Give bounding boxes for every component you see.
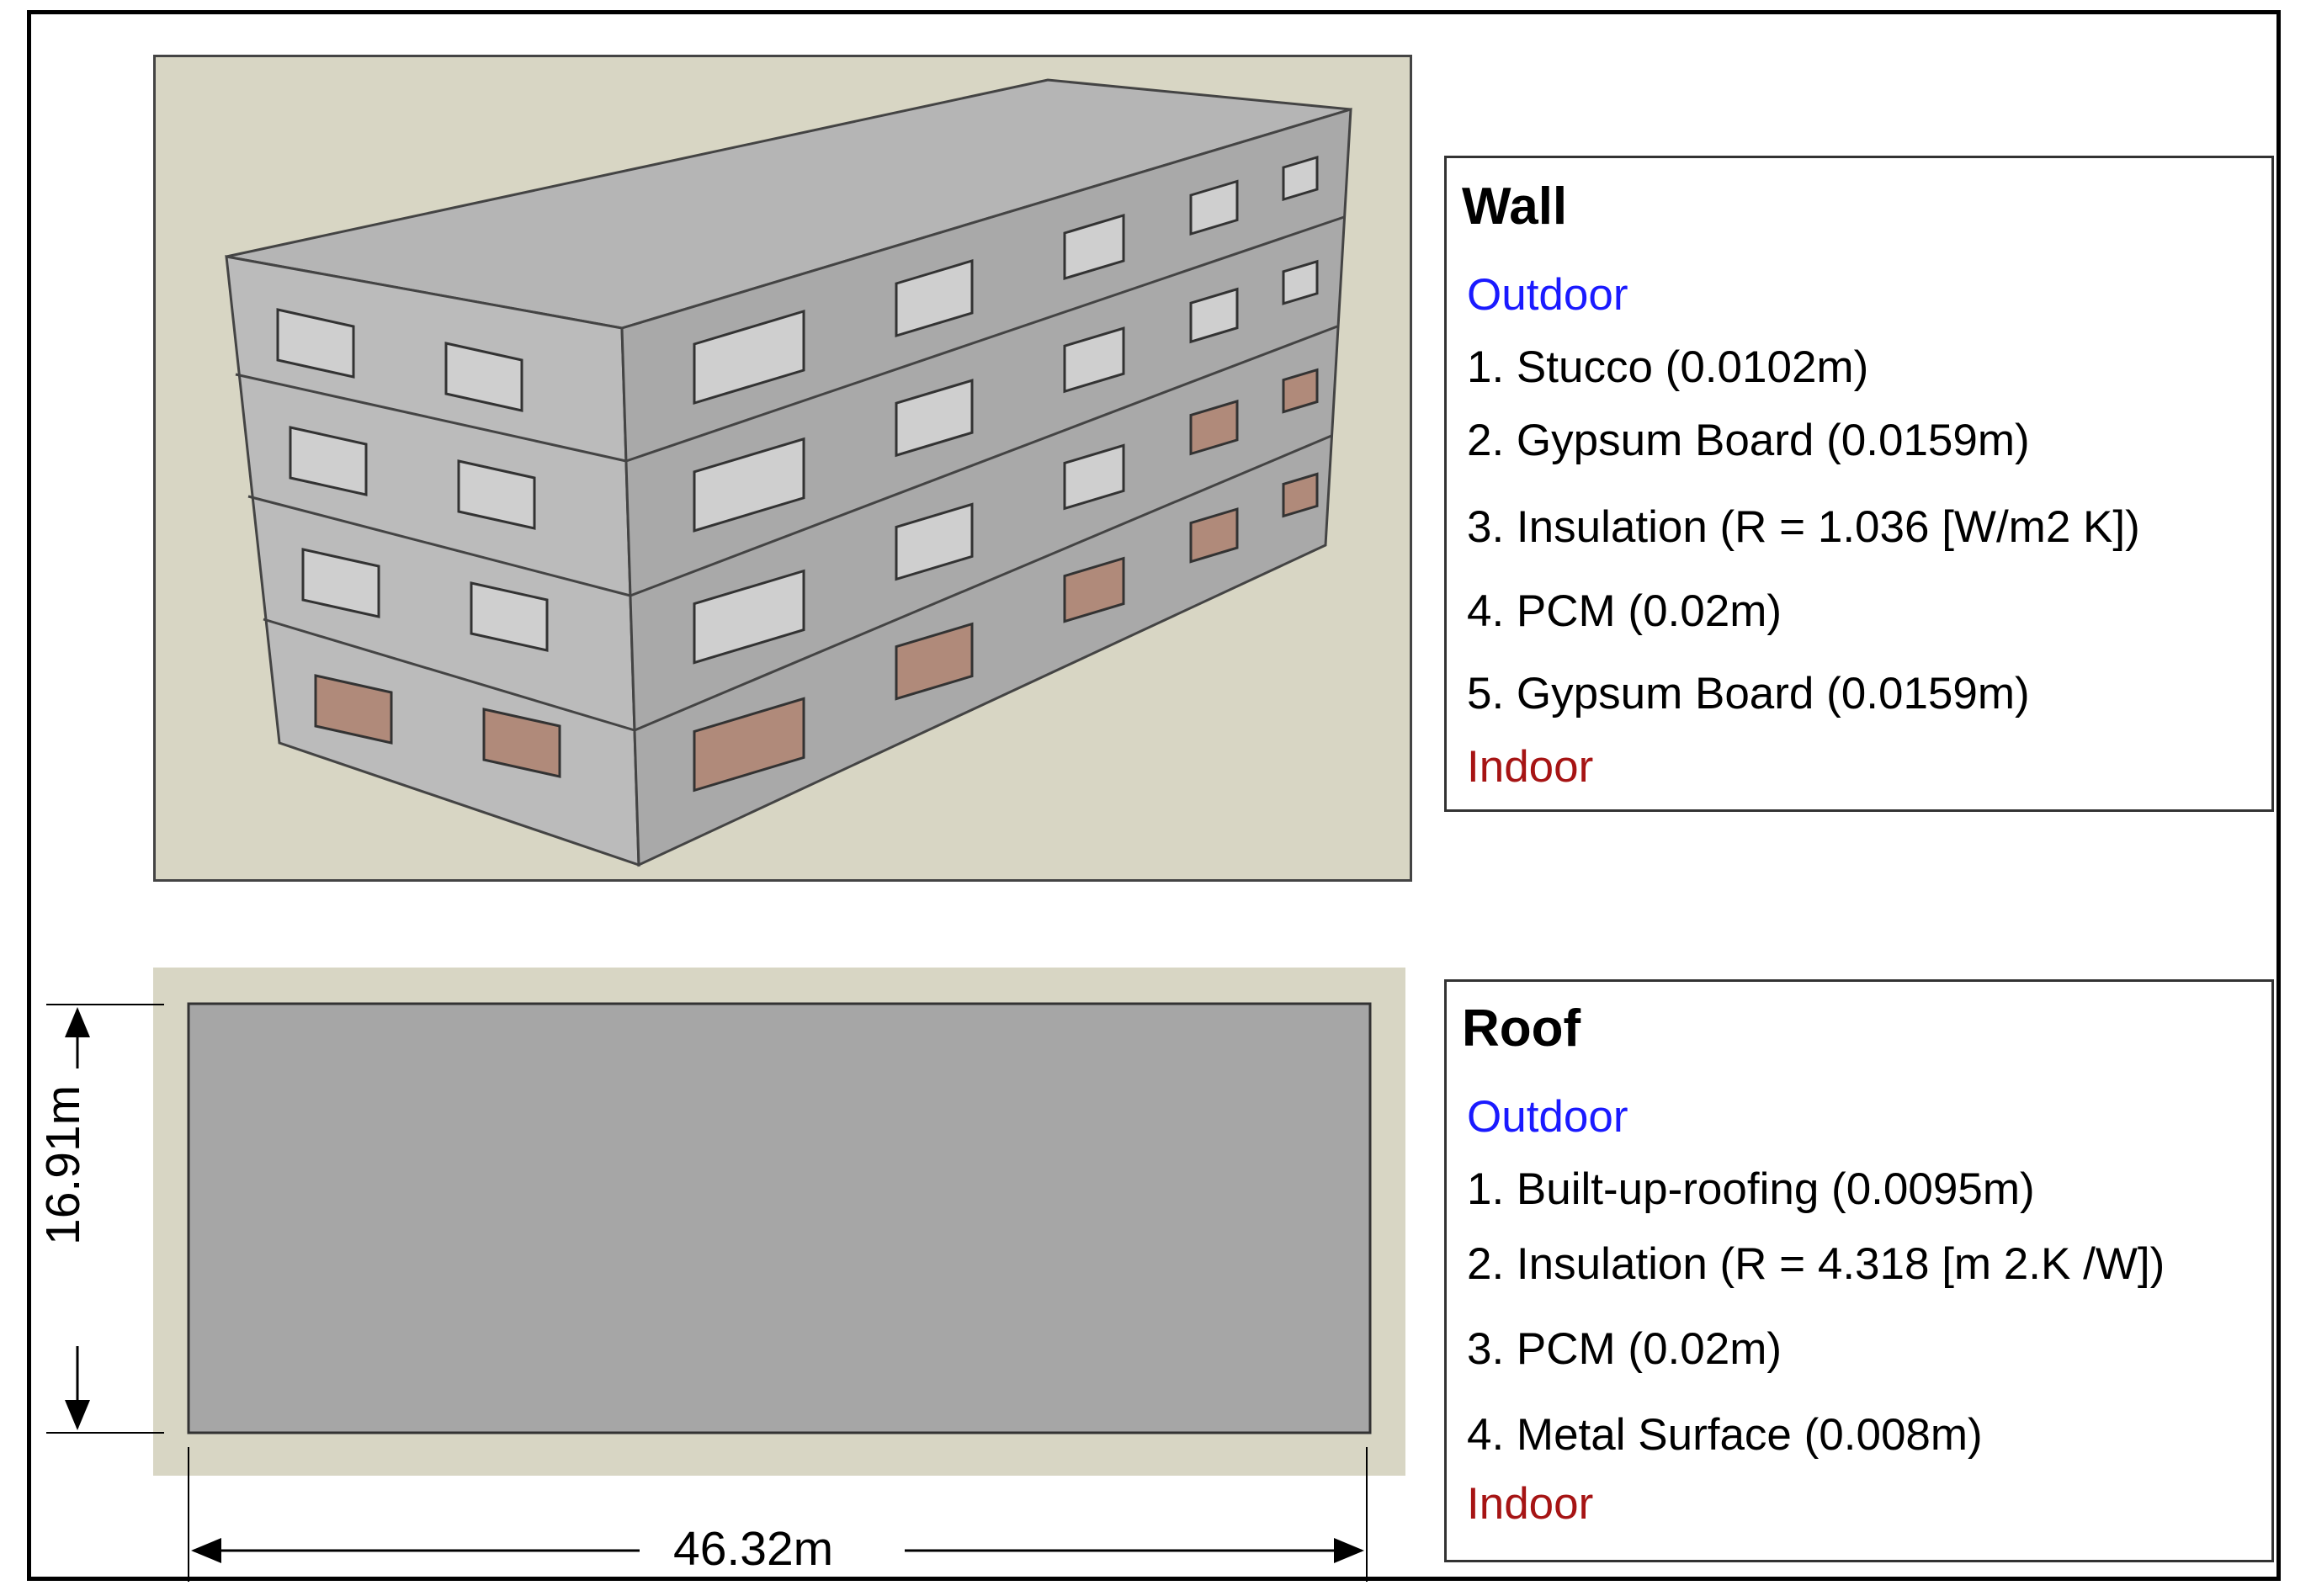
roof-layer-1: 1. Built-up-roofing (0.0095m) [1467, 1164, 2035, 1214]
wall-layers-box: Wall Outdoor 1. Stucco (0.0102m) 2. Gyps… [1444, 156, 2274, 812]
window [693, 697, 805, 793]
window [895, 502, 974, 581]
building-3d-drawing [225, 78, 1352, 867]
window [1282, 472, 1319, 518]
window [1282, 155, 1319, 202]
window [693, 437, 805, 533]
window [693, 309, 805, 406]
window [1063, 556, 1125, 623]
building-3d-view [153, 55, 1412, 882]
floor-line [625, 215, 1345, 463]
roof-plan-rect [187, 1002, 1372, 1434]
wall-layer-2: 2. Gypsum Board (0.0159m) [1467, 416, 2030, 465]
window [1189, 507, 1239, 564]
window [1282, 368, 1319, 414]
window [1189, 179, 1239, 236]
wall-layer-4: 4. PCM (0.02m) [1467, 586, 1782, 636]
window [1282, 259, 1319, 305]
width-dimension-label: 16.91m [36, 1084, 90, 1245]
window [895, 622, 974, 701]
floor-line [634, 434, 1332, 732]
window [1063, 326, 1125, 394]
window [482, 708, 561, 778]
building-plan-view [153, 968, 1405, 1476]
roof-outdoor-label: Outdoor [1467, 1092, 1628, 1142]
window [314, 674, 393, 745]
roof-indoor-label: Indoor [1467, 1479, 1594, 1529]
window [276, 308, 355, 379]
wall-layer-3: 3. Insulation (R = 1.036 [W/m2 K]) [1467, 502, 2140, 552]
window [895, 258, 974, 338]
wall-indoor-label: Indoor [1467, 742, 1594, 792]
window [1063, 213, 1125, 281]
wall-title: Wall [1462, 178, 1568, 236]
length-dimension-label: 46.32m [673, 1522, 834, 1576]
floor-line [247, 495, 631, 597]
window [895, 379, 974, 458]
floor-line [630, 325, 1338, 597]
window [301, 548, 380, 618]
wall-outdoor-label: Outdoor [1467, 270, 1628, 320]
window [693, 569, 805, 665]
roof-layer-2: 2. Insulation (R = 4.318 [m 2.K /W]) [1467, 1239, 2165, 1289]
roof-layer-4: 4. Metal Surface (0.008m) [1467, 1410, 1983, 1460]
window [1189, 399, 1239, 456]
figure-frame [27, 10, 2281, 1581]
floor-line [235, 373, 627, 463]
roof-layer-3: 3. PCM (0.02m) [1467, 1324, 1782, 1374]
window [470, 581, 549, 652]
window [444, 342, 523, 412]
window [457, 459, 536, 530]
windows-group [276, 155, 1319, 793]
window [289, 426, 368, 496]
window [1189, 287, 1239, 344]
plan-drawing [187, 1002, 1372, 1434]
building-long-face [620, 107, 1352, 867]
floor-line [263, 618, 635, 732]
roof-layers-box: Roof Outdoor 1. Built-up-roofing (0.0095… [1444, 979, 2274, 1562]
wall-layer-5: 5. Gypsum Board (0.0159m) [1467, 669, 2030, 718]
roof-title: Roof [1462, 999, 1581, 1058]
wall-layer-1: 1. Stucco (0.0102m) [1467, 342, 1869, 392]
window [1063, 443, 1125, 511]
